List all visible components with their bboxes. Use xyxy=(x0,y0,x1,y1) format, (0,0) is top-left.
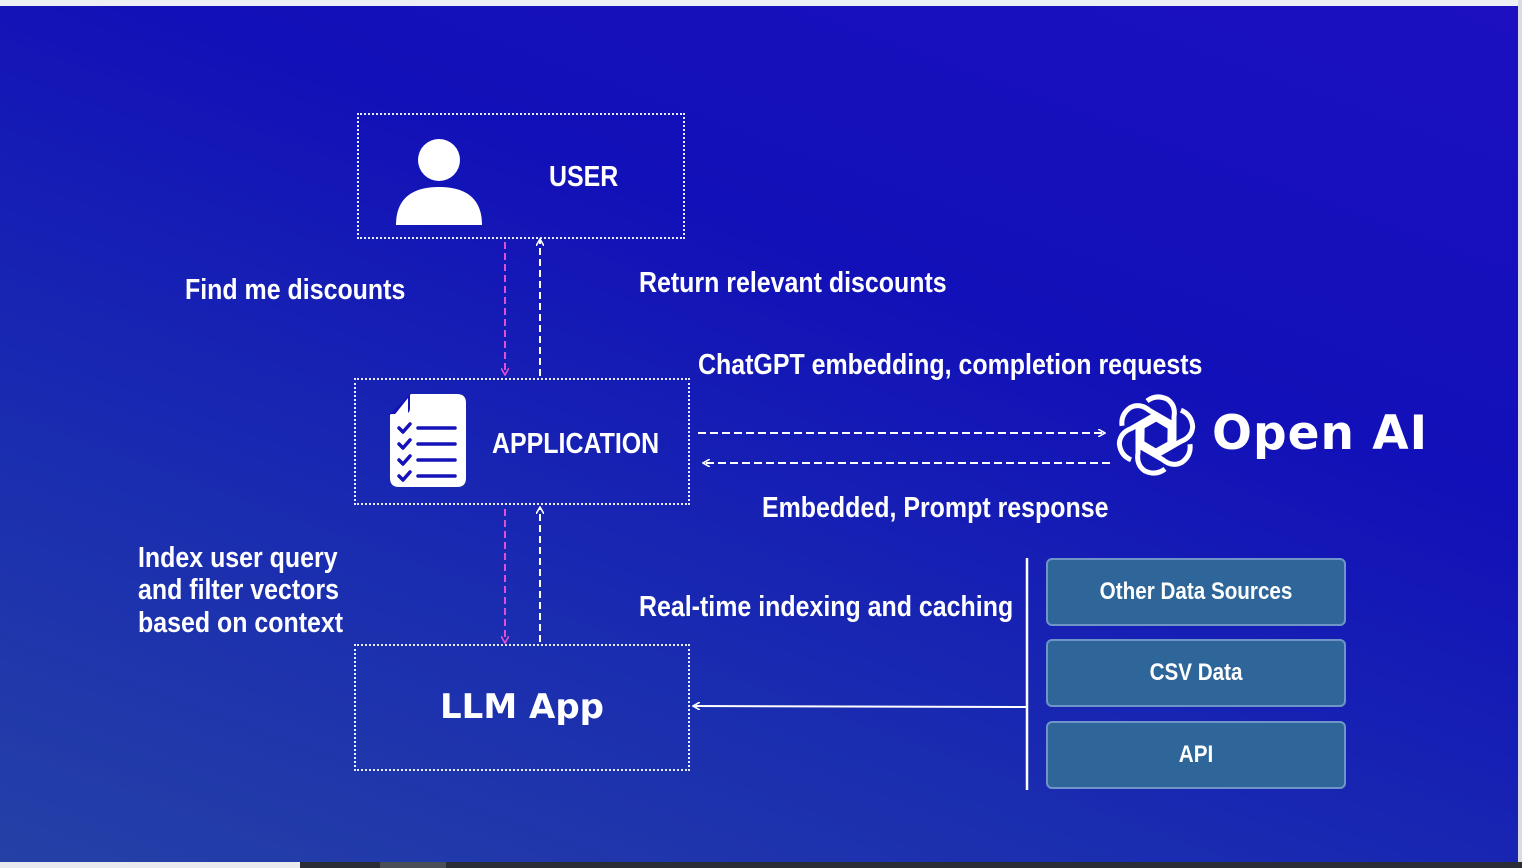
arrows-layer xyxy=(0,6,1110,790)
user-label: USER xyxy=(549,161,619,193)
openai-logo-icon xyxy=(1116,394,1196,476)
window-right-edge xyxy=(1518,0,1522,868)
index-query-label-line3: based on context xyxy=(138,607,344,639)
user-icon xyxy=(396,139,482,225)
index-query-label-line1: Index user query xyxy=(138,542,338,574)
data-source-api-label: API xyxy=(1178,741,1214,768)
bottom-progress-bar xyxy=(0,862,1522,868)
application-label: APPLICATION xyxy=(492,428,660,460)
checklist-icon xyxy=(390,394,466,487)
data-source-csv: CSV Data xyxy=(1046,639,1346,707)
data-source-api: API xyxy=(1046,721,1346,789)
data-source-other-label: Other Data Sources xyxy=(1099,578,1293,605)
diagram-canvas: USER APPLICATION LLM App xyxy=(0,6,1518,862)
user-box: USER xyxy=(357,113,685,239)
return-discounts-label: Return relevant discounts xyxy=(639,267,947,299)
realtime-indexing-label: Real-time indexing and caching xyxy=(639,591,1014,623)
application-box: APPLICATION xyxy=(354,378,690,505)
index-query-label-line2: and filter vectors xyxy=(138,574,339,606)
sources-to-llm-arrow xyxy=(694,706,1027,707)
data-source-other: Other Data Sources xyxy=(1046,558,1346,626)
openai-label: Open AI xyxy=(1212,406,1429,461)
embedded-response-label: Embedded, Prompt response xyxy=(762,492,1109,524)
llm-app-label: LLM App xyxy=(440,687,604,727)
find-discounts-label: Find me discounts xyxy=(185,274,406,306)
data-source-csv-label: CSV Data xyxy=(1149,659,1243,686)
chatgpt-requests-label: ChatGPT embedding, completion requests xyxy=(698,349,1203,381)
llm-app-box: LLM App xyxy=(354,644,690,771)
